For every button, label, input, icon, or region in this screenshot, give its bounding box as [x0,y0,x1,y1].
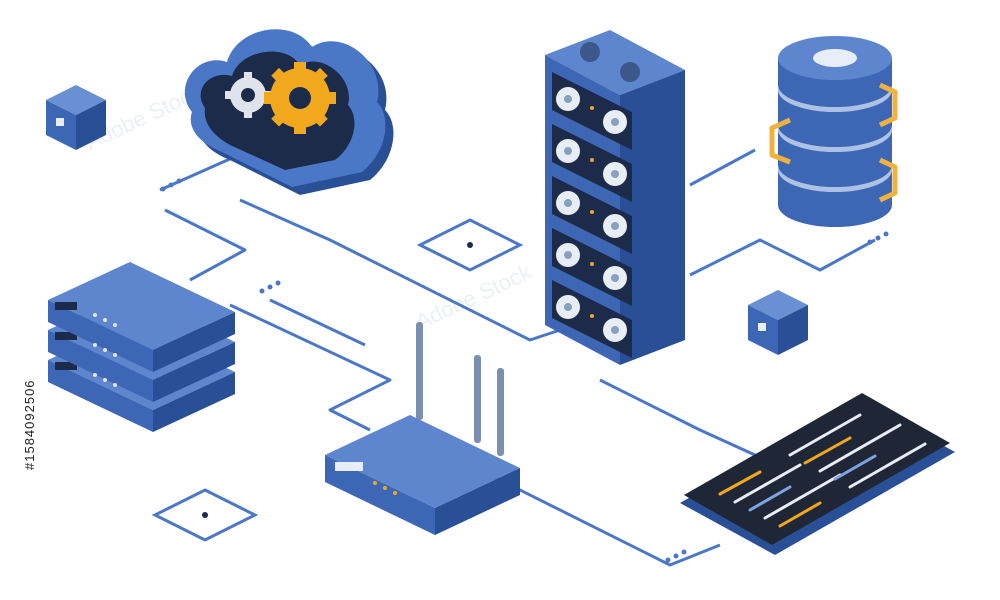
svg-text:Adobe Stock: Adobe Stock [412,259,537,335]
connection-lines [159,148,876,567]
image-id-label: #1584092506 [22,379,37,470]
small-cube-right [748,290,808,355]
database-chain [769,82,898,203]
connection-pad-dot [202,512,208,518]
database-cylinder [769,36,898,227]
gear-icon [264,62,336,134]
connection-dots [160,178,889,563]
wifi-router [325,322,520,535]
tablet-with-code [680,393,955,555]
server-rack-cabinet [545,30,685,365]
stacked-network-switches [48,262,235,432]
connection-pad-dot [467,242,473,248]
rack-units [552,72,632,358]
cloud-with-gears [184,29,394,196]
small-cube-left [46,85,106,150]
